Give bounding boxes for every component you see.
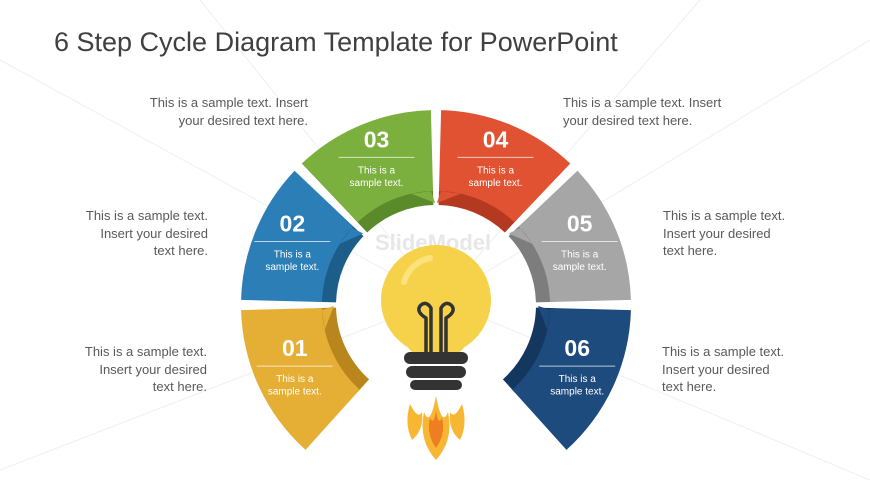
segment-band [512,307,631,450]
step-number: 01 [282,335,308,361]
step-text-line: This is a [274,249,312,260]
bulb-base-ring [406,366,466,378]
segment-shadow [318,307,370,393]
note-line: This is a sample text. [85,208,208,223]
step-text-line: This is a [559,374,597,385]
segment-shadow [354,187,434,233]
page-title: 6 Step Cycle Diagram Template for PowerP… [54,27,618,57]
segment-tab [322,305,335,330]
segment-band [241,307,360,450]
note-step-03: This is a sample text. Insert your desir… [150,94,308,129]
note-line: Insert your desired [663,225,771,241]
step-text-line: sample text. [268,387,322,398]
step-number: 05 [567,210,593,236]
note-step-05: This is a sample text. Insert your desir… [663,207,785,260]
step-text-line: sample text. [553,262,607,273]
lightbulb-icon [381,245,491,460]
step-text-line: This is a [477,165,515,176]
step-text-line: This is a [561,249,599,260]
segment-tab [411,191,436,204]
note-line: This is a sample text. Insert [563,95,722,110]
segment-shadow [502,307,554,393]
segment-shadow [508,223,554,303]
note-line: text here. [153,243,208,258]
note-line: your desired text here. [178,112,308,128]
note-line: Insert your desired [99,361,207,377]
step-text-line: sample text. [350,178,404,189]
segment-tab [537,305,550,330]
segment-tab [436,191,461,204]
segment-tab [508,227,533,244]
note-line: This is a sample text. [84,344,207,359]
segment-band [518,170,631,303]
note-line: text here. [663,243,718,258]
segment-tab [339,227,364,244]
flame-inner-icon [428,410,444,448]
note-line: This is a sample text. [663,208,786,223]
step-text-line: sample text. [265,262,319,273]
step-number: 03 [364,126,390,152]
segment-shadow [438,187,518,233]
segment-band [438,110,571,223]
note-step-02: This is a sample text. Insert your desir… [86,207,208,260]
bulb-base-ring [404,352,468,364]
note-line: text here. [662,379,717,394]
note-line: This is a sample text. [662,344,785,359]
segment-band [301,110,434,223]
note-step-04: This is a sample text. Insert your desir… [563,94,721,129]
note-line: text here. [152,379,207,394]
note-line: Insert your desired [662,361,770,377]
flame-icon [449,404,465,440]
step-text-line: sample text. [469,178,523,189]
segment-band [241,170,354,303]
segment-shadow [318,223,364,303]
step-number: 02 [280,210,306,236]
bulb-highlight [401,255,433,285]
step-text-line: sample text. [550,387,604,398]
note-line: This is a sample text. Insert [149,95,308,110]
step-number: 04 [483,126,509,152]
note-line: Insert your desired [100,225,208,241]
bulb-base-ring [410,380,462,390]
step-text-line: This is a [358,165,396,176]
note-step-01: This is a sample text. Insert your desir… [85,343,207,396]
note-line: your desired text here. [563,112,693,128]
bulb-filament [417,301,455,352]
note-step-06: This is a sample text. Insert your desir… [662,343,784,396]
step-text-line: This is a [276,374,314,385]
flame-icon [407,404,423,440]
step-number: 06 [564,335,590,361]
bulb-neck [396,330,476,354]
